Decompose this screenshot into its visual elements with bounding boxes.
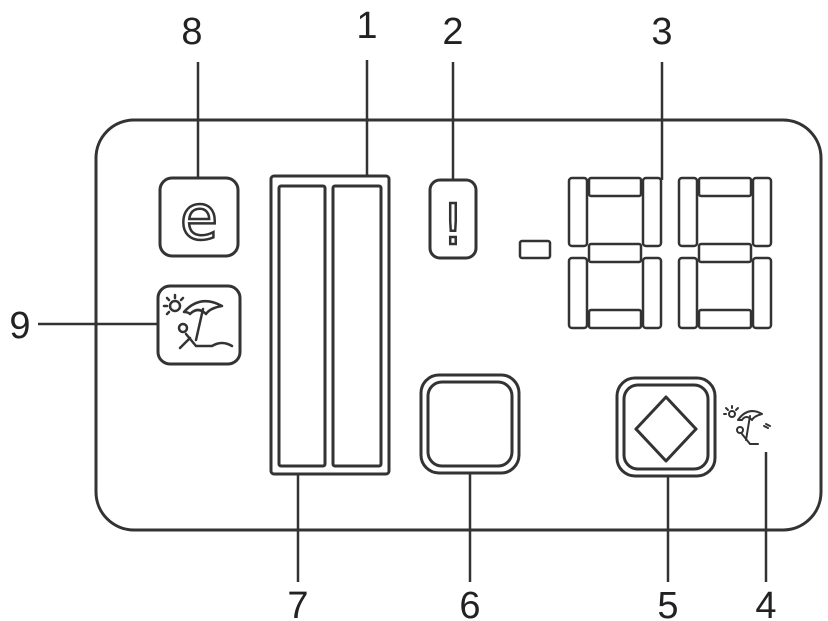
callout-3: 3 <box>651 11 672 53</box>
bar-segment-right <box>331 184 383 468</box>
digit-2 <box>677 176 773 330</box>
callout-1: 1 <box>356 5 377 47</box>
bar-display <box>269 174 391 476</box>
eco-e-icon: e <box>180 181 218 254</box>
beach-umbrella-indicator-icon <box>723 405 771 445</box>
beach-umbrella-icon <box>162 293 234 350</box>
callout-8: 8 <box>181 11 202 53</box>
callout-9: 9 <box>9 305 30 347</box>
callout-4: 4 <box>755 585 776 621</box>
seven-segment-display <box>518 176 773 330</box>
callout-2: 2 <box>442 11 463 53</box>
minus-segment <box>518 239 552 260</box>
leader-lines <box>38 60 768 582</box>
holiday-button[interactable] <box>156 284 242 366</box>
blank-button[interactable] <box>419 373 521 475</box>
eco-button[interactable]: e <box>158 176 240 258</box>
callout-6: 6 <box>459 585 480 621</box>
callout-5: 5 <box>657 585 678 621</box>
exclamation-icon: ! <box>442 193 464 258</box>
callout-7: 7 <box>287 585 308 621</box>
up-down-button[interactable] <box>615 376 717 478</box>
bar-segment-left <box>277 184 327 468</box>
digit-1 <box>567 176 663 330</box>
up-down-arrows-icon <box>634 395 698 463</box>
alarm-indicator: ! <box>428 178 478 260</box>
